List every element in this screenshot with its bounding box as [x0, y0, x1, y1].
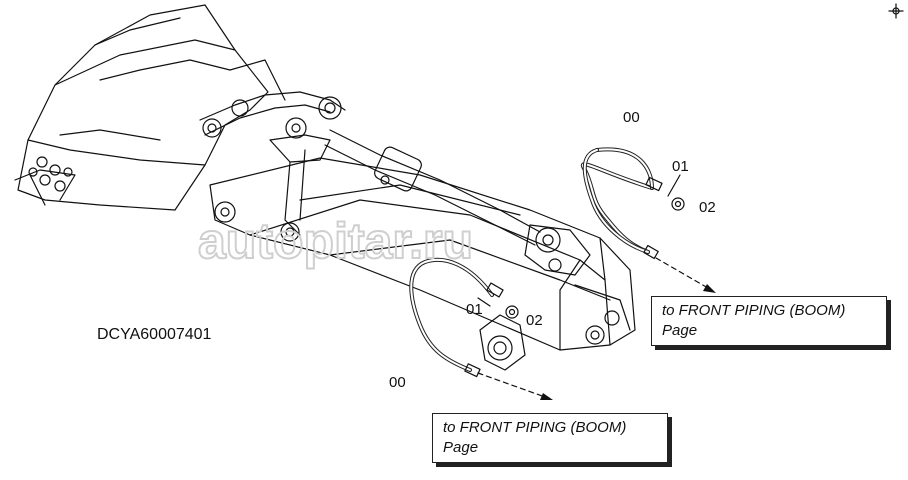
callout-nut-lower: 02	[526, 312, 543, 329]
note-front-piping-upper[interactable]: to FRONT PIPING (BOOM) Page	[651, 296, 887, 346]
bucket-linkage	[199, 91, 346, 242]
fitting-lower	[477, 297, 519, 319]
arrow-head-lower	[540, 393, 553, 400]
note-upper-line2: Page	[662, 322, 698, 339]
note-upper-line1: to FRONT PIPING (BOOM)	[662, 302, 846, 319]
callout-fitting-upper: 01	[672, 158, 689, 175]
arrow-head-upper	[703, 284, 716, 293]
note-front-piping-lower[interactable]: to FRONT PIPING (BOOM) Page	[432, 413, 668, 463]
diagram-code: DCYA60007401	[97, 326, 212, 343]
callout-nut-upper: 02	[699, 199, 716, 216]
hose-lower	[409, 257, 504, 378]
note-lower-line2: Page	[443, 439, 479, 456]
watermark: autopitar.ru	[198, 213, 473, 269]
leader-arrows	[477, 257, 709, 398]
corner-mark	[888, 3, 904, 19]
note-lower-line1: to FRONT PIPING (BOOM)	[443, 419, 627, 436]
arm-body	[209, 157, 636, 371]
fitting-upper	[667, 174, 685, 211]
callout-hose-upper: 00	[623, 109, 640, 126]
callout-hose-lower: 00	[389, 374, 406, 391]
hose-upper	[580, 147, 663, 260]
bucket-cylinder	[324, 129, 591, 276]
callout-fitting-lower: 01	[466, 301, 483, 318]
bucket	[14, 4, 286, 211]
